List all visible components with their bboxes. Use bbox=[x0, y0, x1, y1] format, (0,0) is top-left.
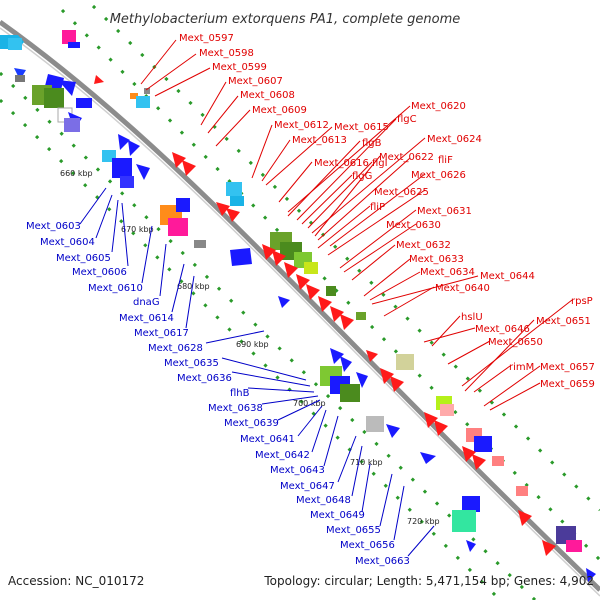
accession-text: Accession: NC_010172 bbox=[8, 574, 144, 588]
gene-label[interactable]: Mext_0641 bbox=[240, 434, 295, 445]
tick-label: 720 kbp bbox=[407, 517, 440, 526]
gene-label[interactable]: Mext_0617 bbox=[134, 328, 189, 339]
map-title: Methylobacterium extorquens PA1, complet… bbox=[110, 12, 461, 27]
gene-label[interactable]: fliP bbox=[370, 202, 385, 213]
gene-label[interactable]: Mext_0640 bbox=[435, 283, 490, 294]
gene-label[interactable]: Mext_0643 bbox=[270, 465, 325, 476]
gene-label[interactable]: Mext_0639 bbox=[224, 418, 279, 429]
tick-label: 710 kbp bbox=[350, 458, 383, 467]
gene-label[interactable]: Mext_0632 bbox=[396, 240, 451, 251]
gene-label[interactable]: Mext_0659 bbox=[540, 379, 595, 390]
gene-label[interactable]: Mext_0638 bbox=[208, 403, 263, 414]
tick-label: 670 kbp bbox=[121, 225, 154, 234]
plus-strand-labels: Mext_0597 Mext_0598 Mext_0599 Mext_0607 … bbox=[179, 33, 595, 390]
gene-label[interactable]: Mext_0599 bbox=[212, 62, 267, 73]
plus-leader-lines bbox=[140, 39, 573, 411]
gene-label[interactable]: Mext_0633 bbox=[409, 254, 464, 265]
gene-label[interactable]: Mext_0635 bbox=[164, 358, 219, 369]
gene-label[interactable]: Mext_0646 bbox=[475, 324, 530, 335]
gene-label[interactable]: Mext_0630 bbox=[386, 220, 441, 231]
genome-summary-text: Topology: circular; Length: 5,471,154 bp… bbox=[263, 574, 594, 588]
gene-label[interactable]: Mext_0604 bbox=[40, 237, 95, 248]
gene-label[interactable]: flgI bbox=[372, 158, 388, 169]
gene-label[interactable]: Mext_0620 bbox=[411, 101, 466, 112]
gene-label[interactable]: dnaG bbox=[133, 297, 160, 308]
tick-label: 690 kbp bbox=[236, 340, 269, 349]
gene-label[interactable]: Mext_0634 bbox=[420, 267, 475, 278]
gene-label[interactable]: Mext_0644 bbox=[480, 271, 535, 282]
gene-label[interactable]: rpsP bbox=[571, 296, 593, 307]
minus-leader-lines bbox=[79, 187, 435, 557]
gene-label[interactable]: hslU bbox=[461, 312, 483, 323]
tick-label: 680 kbp bbox=[177, 282, 210, 291]
gene-label[interactable]: Mext_0651 bbox=[536, 316, 591, 327]
gene-label[interactable]: Mext_0605 bbox=[56, 253, 111, 264]
gene-label[interactable]: flhB bbox=[230, 388, 250, 399]
gene-label[interactable]: Mext_0606 bbox=[72, 267, 127, 278]
gene-label[interactable]: flgG bbox=[352, 171, 372, 182]
gene-features-plus bbox=[62, 30, 596, 582]
genome-backbone bbox=[0, 19, 600, 597]
gene-label[interactable]: Mext_0612 bbox=[274, 120, 329, 131]
tick-labels: 660 kbp 670 kbp 680 kbp 690 kbp 700 kbp … bbox=[60, 169, 440, 526]
gene-label[interactable]: Mext_0647 bbox=[280, 481, 335, 492]
dotted-guide-lines bbox=[0, 4, 600, 600]
tick-label: 660 kbp bbox=[60, 169, 93, 178]
gene-label[interactable]: Mext_0648 bbox=[296, 495, 351, 506]
gene-label[interactable]: flgC bbox=[397, 114, 417, 125]
tick-label: 700 kbp bbox=[293, 399, 326, 408]
gene-label[interactable]: rimM bbox=[509, 362, 534, 373]
gene-label[interactable]: Mext_0626 bbox=[411, 170, 466, 181]
gene-label[interactable]: Mext_0598 bbox=[199, 48, 254, 59]
minus-strand-labels: Mext_0603 Mext_0604 Mext_0605 Mext_0606 … bbox=[26, 221, 410, 567]
gene-label[interactable]: Mext_0655 bbox=[326, 525, 381, 536]
gene-label[interactable]: Mext_0656 bbox=[340, 540, 395, 551]
gene-label[interactable]: Mext_0642 bbox=[255, 450, 310, 461]
gene-label[interactable]: Mext_0610 bbox=[88, 283, 143, 294]
gene-label[interactable]: fliF bbox=[438, 155, 453, 166]
gene-label[interactable]: Mext_0625 bbox=[374, 187, 429, 198]
gene-label[interactable]: Mext_0628 bbox=[148, 343, 203, 354]
gene-label[interactable]: Mext_0657 bbox=[540, 362, 595, 373]
gene-label[interactable]: Mext_0609 bbox=[252, 105, 307, 116]
gene-label[interactable]: Mext_0613 bbox=[292, 135, 347, 146]
gene-label[interactable]: Mext_0663 bbox=[355, 556, 410, 567]
gene-label[interactable]: Mext_0597 bbox=[179, 33, 234, 44]
gene-label[interactable]: Mext_0608 bbox=[240, 90, 295, 101]
gene-features-minus bbox=[0, 35, 480, 552]
gene-label[interactable]: Mext_0631 bbox=[417, 206, 472, 217]
gene-label[interactable]: Mext_0607 bbox=[228, 76, 283, 87]
gene-label[interactable]: Mext_0636 bbox=[177, 373, 232, 384]
gene-label[interactable]: Mext_0616 bbox=[314, 158, 369, 169]
gene-label[interactable]: Mext_0624 bbox=[427, 134, 482, 145]
gene-label[interactable]: flgB bbox=[362, 138, 382, 149]
gene-label[interactable]: Mext_0649 bbox=[310, 510, 365, 521]
gene-label[interactable]: Mext_0614 bbox=[119, 313, 174, 324]
gene-label[interactable]: Mext_0615 bbox=[334, 122, 389, 133]
gene-label[interactable]: Mext_0603 bbox=[26, 221, 81, 232]
gene-label[interactable]: Mext_0622 bbox=[379, 152, 434, 163]
gene-label[interactable]: Mext_0650 bbox=[488, 337, 543, 348]
